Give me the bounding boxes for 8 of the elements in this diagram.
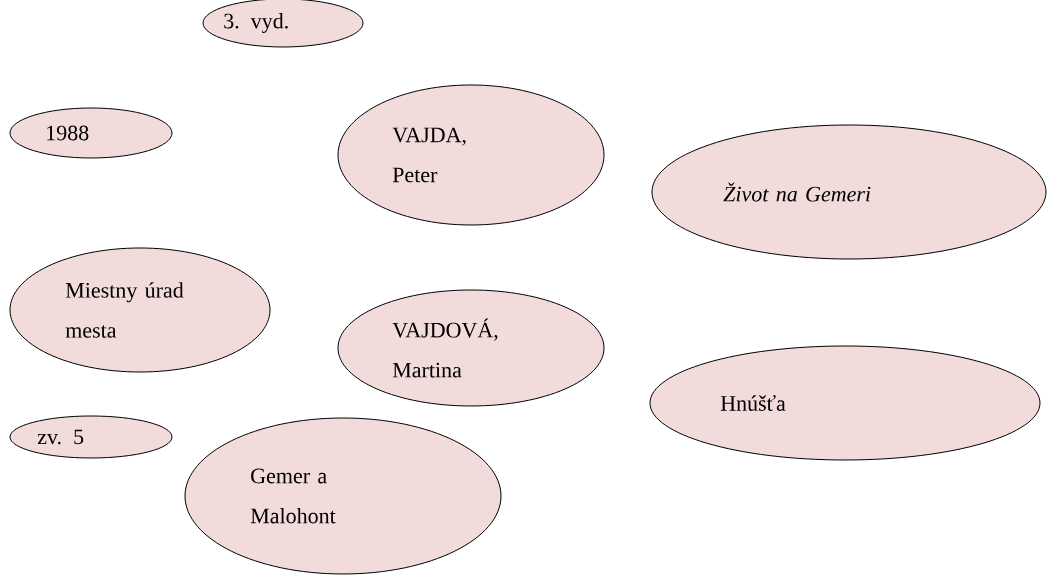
ellipse-node: zv. 5 bbox=[9, 415, 173, 459]
ellipse-node: Miestny úrad mesta bbox=[9, 247, 271, 373]
ellipse-node: Hnúšťa bbox=[649, 345, 1041, 461]
ellipse-node: Život na Gemeri bbox=[651, 124, 1047, 260]
ellipse-node: VAJDOVÁ, Martina bbox=[337, 289, 605, 407]
ellipse-node: VAJDA, Peter bbox=[337, 84, 605, 226]
ellipse-node: Gemer a Malohont bbox=[184, 417, 502, 575]
ellipse-node: 1988 bbox=[9, 107, 173, 159]
